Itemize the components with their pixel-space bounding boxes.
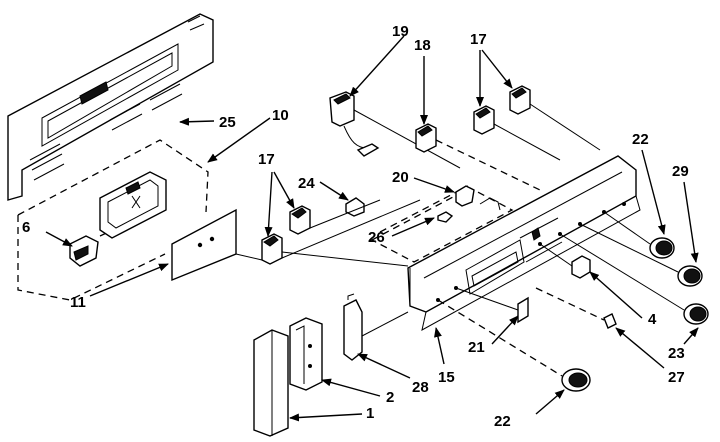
callout-27: 27 xyxy=(668,369,685,386)
knob-part-23 xyxy=(559,233,709,325)
callout-17-left: 17 xyxy=(258,151,275,168)
callout-25: 25 xyxy=(219,114,236,131)
callout-11: 11 xyxy=(70,294,86,311)
callout-4: 4 xyxy=(648,311,657,328)
callout-1: 1 xyxy=(366,405,374,422)
knob-part-22-bottom xyxy=(437,299,591,392)
callout-21: 21 xyxy=(468,339,485,356)
callout-24: 24 xyxy=(298,175,315,192)
callout-17-top: 17 xyxy=(470,31,487,48)
callout-22-bottom: 22 xyxy=(494,413,511,430)
clock-module-part xyxy=(99,171,167,239)
overlay-plate-part xyxy=(171,208,237,282)
callout-20: 20 xyxy=(392,169,409,186)
callout-22-top: 22 xyxy=(632,131,649,148)
switch-bracket-outline xyxy=(370,185,514,263)
end-cap-part-1 xyxy=(253,329,289,437)
knob-part-29 xyxy=(579,223,703,287)
callout-labels: 25 10 6 11 17 24 19 18 17 20 26 22 29 4 … xyxy=(22,23,689,430)
callout-6: 6 xyxy=(22,219,30,236)
callout-19: 19 xyxy=(392,23,409,40)
callout-18: 18 xyxy=(414,37,431,54)
callout-2: 2 xyxy=(386,389,394,406)
switch-part-18 xyxy=(415,123,541,191)
control-panel-part xyxy=(407,155,641,331)
callout-23: 23 xyxy=(668,345,685,362)
callout-28: 28 xyxy=(412,379,429,396)
knob-part-22-top xyxy=(603,211,675,259)
switch-part-20 xyxy=(455,185,501,211)
callout-29: 29 xyxy=(672,163,689,180)
callout-15: 15 xyxy=(438,369,455,386)
dashed-assembly-outline xyxy=(17,139,209,301)
callout-10: 10 xyxy=(272,107,289,124)
bracket-part-28 xyxy=(343,293,409,361)
clip-part-26 xyxy=(437,211,454,223)
connector-part-6 xyxy=(69,235,99,267)
sensor-part-19 xyxy=(329,91,461,169)
button-part-27 xyxy=(535,287,617,329)
bracket-part-2 xyxy=(289,317,323,391)
switch-part-17-left xyxy=(235,199,421,267)
callout-26: 26 xyxy=(368,229,385,246)
leader-arrows xyxy=(45,35,699,422)
rear-panel-part xyxy=(7,13,214,201)
switch-part-17-top xyxy=(473,85,601,161)
